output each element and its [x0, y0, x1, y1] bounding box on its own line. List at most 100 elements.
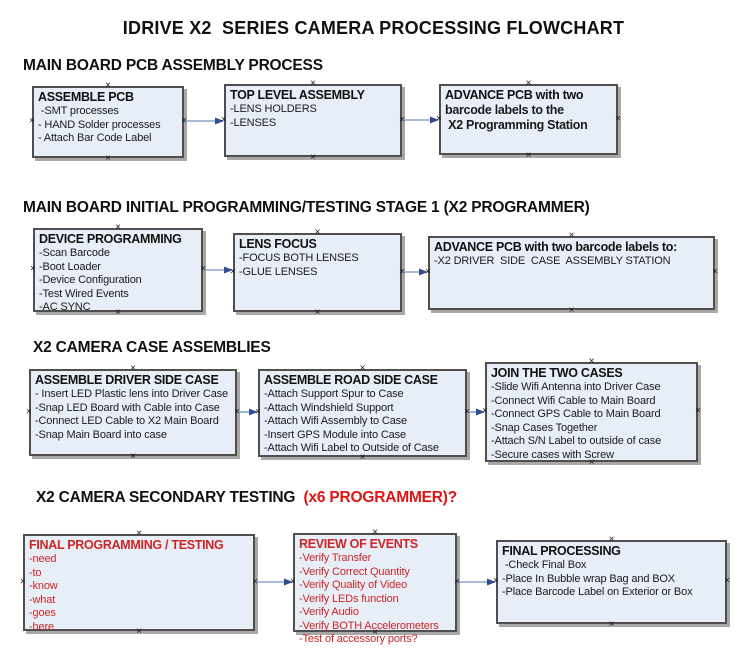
box-item: -Test of accessory ports?	[299, 633, 418, 645]
connector-anchor-icon: ×	[234, 406, 240, 417]
flow-arrow-right-icon	[237, 408, 258, 416]
connector-anchor-icon: ×	[230, 266, 236, 277]
box-lens-focus: LENS FOCUS -FOCUS BOTH LENSES -GLUE LENS…	[230, 228, 405, 318]
connector-anchor-icon: ×	[568, 230, 575, 241]
box-item: -Connect Wifi Cable to Main Board	[491, 394, 656, 407]
connector-anchor-icon: ×	[20, 576, 26, 587]
connector-anchor-icon: ×	[608, 619, 615, 630]
box-item: -Snap Main Board into case	[35, 428, 167, 441]
connector-anchor-icon: ×	[695, 405, 701, 417]
connector-anchor-icon: ×	[136, 528, 142, 539]
connector-anchor-icon: ×	[568, 305, 575, 316]
box-item: -Attach Support Spur to Case	[264, 388, 404, 400]
box-item: -need	[29, 553, 57, 565]
section-heading-initial-programming: MAIN BOARD INITIAL PROGRAMMING/TESTING S…	[23, 199, 590, 216]
box-final-programming-testing: FINAL PROGRAMMING / TESTING -need -to -k…	[20, 529, 258, 637]
connector-anchor-icon: ×	[290, 576, 296, 587]
connector-anchor-icon: ×	[252, 576, 258, 587]
flow-arrow-right-icon	[255, 578, 293, 586]
box-title: REVIEW OF EVENTS	[299, 537, 418, 551]
section-heading-secondary-testing: X2 CAMERA SECONDARY TESTING (x6 PROGRAMM…	[36, 489, 457, 507]
box-item: -Scan Barcode	[39, 247, 110, 259]
connector-anchor-icon: ×	[615, 113, 621, 124]
box-item: -Verify Audio	[299, 606, 359, 618]
connector-anchor-icon: ×	[255, 406, 261, 418]
connector-anchor-icon: ×	[310, 78, 316, 89]
box-title: FINAL PROCESSING	[502, 544, 621, 558]
box-title: JOIN THE TWO CASES	[491, 366, 623, 380]
connector-anchor-icon: ×	[608, 534, 615, 545]
connector-anchor-icon: ×	[482, 405, 488, 417]
connector-anchor-icon: ×	[26, 406, 32, 417]
box-item: -Connect GPS Cable to Main Board	[491, 408, 661, 420]
box-item: -Attach Wifi Label to Outside of Case	[264, 442, 439, 454]
connector-anchor-icon: ×	[181, 115, 187, 127]
box-item: -Snap LED Board with Cable into Case	[35, 401, 220, 414]
section-heading-pcb-assembly: MAIN BOARD PCB ASSEMBLY PROCESS	[23, 57, 323, 74]
connector-anchor-icon: ×	[712, 266, 718, 278]
connector-anchor-icon: ×	[29, 115, 35, 127]
box-item: -to	[29, 566, 42, 579]
box-item: -Attach Windshield Support	[264, 401, 394, 414]
box-title: DEVICE PROGRAMMING	[39, 232, 182, 246]
connector-anchor-icon: ×	[399, 114, 405, 125]
connector-anchor-icon: ×	[359, 452, 366, 463]
connector-anchor-icon: ×	[115, 222, 121, 233]
box-item: -X2 DRIVER SIDE CASE ASSEMBLY STATION	[434, 255, 671, 267]
box-item: -LENSES	[230, 116, 277, 129]
box-item: -Verify Quality of Video	[299, 579, 408, 591]
box-item: - Attach Bar Code Label	[38, 132, 152, 144]
box-item: -Snap Cases Together	[491, 421, 598, 434]
box-item: -Device Configuration	[39, 274, 142, 286]
flow-arrow-right-icon	[203, 266, 233, 274]
box-final-processing: FINAL PROCESSING -Check Final Box -Place…	[493, 535, 730, 630]
connector-anchor-icon: ×	[372, 627, 378, 638]
box-item: -SMT processes	[38, 105, 119, 117]
box-review-of-events: REVIEW OF EVENTS -Verify Transfer -Verif…	[290, 528, 460, 646]
box-item: -Attach S/N Label to outside of case	[491, 435, 662, 447]
connector-anchor-icon: ×	[588, 457, 595, 468]
box-assemble-road-side-case: ASSEMBLE ROAD SIDE CASE -Attach Support …	[255, 364, 470, 463]
box-item: -Insert GPS Module into Case	[264, 428, 406, 441]
box-title: ASSEMBLE ROAD SIDE CASE	[264, 373, 438, 387]
box-item: -FOCUS BOTH LENSES	[239, 252, 359, 264]
box-item: -Verify BOTH Accelerometers	[299, 619, 439, 632]
box-item: -Verify LEDs function	[299, 592, 399, 605]
box-item: -Check Final Box	[502, 559, 587, 571]
connector-anchor-icon: ×	[310, 152, 316, 163]
box-item: -Verify Transfer	[299, 552, 372, 564]
box-top-level-assembly: TOP LEVEL ASSEMBLY -LENS HOLDERS -LENSES…	[221, 79, 405, 163]
section-heading-secondary-testing-red: (x6 PROGRAMMER)?	[303, 489, 458, 506]
box-item: -AC SYNC	[39, 301, 91, 313]
flow-arrow-right-icon	[402, 116, 439, 124]
connector-anchor-icon: ×	[464, 406, 470, 418]
connector-anchor-icon: ×	[105, 153, 111, 164]
connector-anchor-icon: ×	[525, 150, 532, 161]
section-heading-case-assemblies: X2 CAMERA CASE ASSEMBLIES	[33, 339, 271, 356]
connector-anchor-icon: ×	[399, 266, 405, 277]
box-item: -LENS HOLDERS	[230, 103, 317, 115]
box-item: -Place Barcode Label on Exterior or Box	[502, 586, 693, 598]
flow-arrow-right-icon	[467, 408, 485, 416]
connector-anchor-icon: ×	[359, 363, 366, 374]
box-item: barcode labels to the	[445, 103, 564, 117]
page-title: IDRIVE X2 SERIES CAMERA PROCESSING FLOWC…	[122, 18, 625, 38]
flow-arrow-right-icon	[184, 117, 224, 125]
connector-anchor-icon: ×	[425, 266, 431, 278]
connector-anchor-icon: ×	[200, 263, 206, 275]
box-title: LENS FOCUS	[239, 237, 317, 251]
box-item: -goes	[29, 607, 56, 619]
box-title: ADVANCE PCB with two barcode labels to:	[434, 240, 677, 254]
connector-anchor-icon: ×	[493, 575, 499, 587]
box-item: -what	[29, 593, 56, 606]
box-item: -Boot Loader	[39, 260, 101, 273]
connector-anchor-icon: ×	[724, 575, 730, 587]
box-item: -Slide Wifi Antenna into Driver Case	[491, 381, 661, 393]
connector-anchor-icon: ×	[588, 356, 595, 367]
box-item: -Secure cases with Screw	[491, 448, 614, 461]
connector-anchor-icon: ×	[105, 80, 111, 91]
connector-anchor-icon: ×	[436, 113, 442, 124]
box-assemble-pcb: ASSEMBLE PCB -SMT processes - HAND Solde…	[29, 81, 187, 164]
box-title: ASSEMBLE DRIVER SIDE CASE	[35, 373, 219, 387]
